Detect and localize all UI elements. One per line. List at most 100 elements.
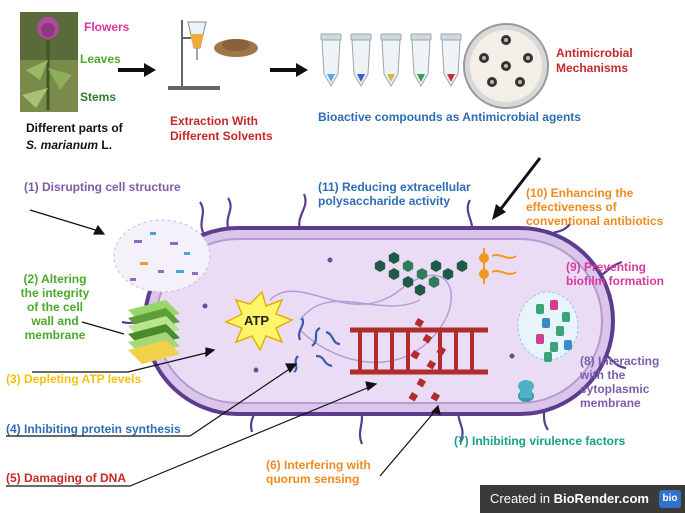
tube-liquid <box>357 74 365 82</box>
plant-caption-line2: S. marianum L. <box>26 138 112 152</box>
tube-body <box>381 39 401 87</box>
polysaccharide-unit <box>388 268 400 280</box>
disrupted-membrane-fragments <box>113 219 211 293</box>
atp-label: ATP <box>244 313 270 328</box>
mechanism-2-line3: of the cell <box>26 300 83 314</box>
dna-fragment <box>408 392 419 402</box>
tube-body <box>441 39 461 87</box>
mechanism-2-line5: membrane <box>24 328 86 342</box>
polysaccharide-unit <box>456 260 468 272</box>
mechanism-11-line2: polysaccharide activity <box>318 194 451 208</box>
mechanism-9-line2: biofilm formation <box>566 274 664 288</box>
mechanism-9: (9) Preventing biofilm formation <box>566 260 664 288</box>
mechanism-6: (6) Interfering with quorum sensing <box>266 458 371 486</box>
mechanism-11-line1: (11) Reducing extracellular <box>318 180 471 194</box>
mechanism-6-line1: (6) Interfering with <box>266 458 371 472</box>
tube-body <box>411 39 431 87</box>
extraction-line1: Extraction With <box>170 114 258 128</box>
polysaccharide-unit <box>402 260 414 272</box>
bioactive-caption: Bioactive compounds as Antimicrobial age… <box>318 110 581 124</box>
pointer-lines <box>6 209 441 487</box>
arrow-plant-to-extraction <box>118 63 156 77</box>
arrow-extraction-to-compounds <box>270 63 308 77</box>
atp-burst <box>224 290 294 352</box>
mechanism-2-line2: the integrity <box>20 286 90 300</box>
dna-fragment <box>436 346 447 356</box>
biorender-created-in: Created in <box>490 491 550 506</box>
mechanism-3: (3) Depleting ATP levels <box>6 372 142 386</box>
polysaccharide-unit <box>374 260 386 272</box>
mechanisms-line2: Mechanisms <box>556 61 629 75</box>
polysaccharide-unit <box>414 284 426 296</box>
mechanism-10-line3: conventional antibiotics <box>526 214 664 228</box>
biofilm-cell <box>544 352 552 362</box>
quorum-receptors <box>479 248 517 284</box>
species-name: S. marianum <box>26 138 99 152</box>
tube-liquid <box>387 74 395 82</box>
biorender-logo-icon: bio <box>659 490 681 508</box>
tube-body <box>321 39 341 87</box>
dna-ladder <box>350 318 488 402</box>
dna-fragment <box>410 350 421 360</box>
mechanism-5: (5) Damaging of DNA <box>6 471 126 485</box>
biorender-text: Created in BioRender.com <box>490 485 649 513</box>
polysaccharide-unit <box>388 252 400 264</box>
mechanism-8: (8) Interacting with the cytoplasmic mem… <box>580 354 659 410</box>
plant-photo <box>20 12 78 112</box>
mechanism-4: (4) Inhibiting protein synthesis <box>6 422 181 436</box>
biofilm-cell <box>542 318 550 328</box>
biofilm-cell <box>562 312 570 322</box>
mechanism-10-line1: (10) Enhancing the <box>526 186 634 200</box>
polysaccharide-unit <box>402 276 414 288</box>
bacterium-cell <box>143 226 615 416</box>
biofilm-cell <box>564 340 572 350</box>
mechanism-8-line2: with the <box>580 368 626 382</box>
tube-cap <box>410 33 432 41</box>
mechanisms-line1: Antimicrobial <box>556 46 633 60</box>
biofilm-cell <box>536 304 544 314</box>
plant-caption-line1: Different parts of <box>26 121 123 135</box>
dna-fragment <box>426 360 437 370</box>
mechanism-8-line1: (8) Interacting <box>580 354 660 368</box>
mechanism-6-line2: quorum sensing <box>266 472 360 486</box>
tube-cap <box>320 33 342 41</box>
tube-body <box>351 39 371 87</box>
mechanism-11: (11) Reducing extracellular polysacchari… <box>318 180 471 208</box>
mechanism-10-line2: effectiveness of <box>526 200 617 214</box>
extraction-line2: Different Solvents <box>170 129 273 143</box>
mechanism-2: (2) Altering the integrity of the cell w… <box>12 272 98 342</box>
tube-cap <box>380 33 402 41</box>
polysaccharide-chain <box>374 252 468 296</box>
dna-fragment <box>430 392 441 402</box>
biofilm-cell <box>556 326 564 336</box>
dna-fragment <box>414 318 425 328</box>
label-stems: Stems <box>80 90 117 104</box>
label-flowers: Flowers <box>84 20 130 34</box>
membrane-channel <box>518 380 534 402</box>
dna-fragment <box>416 378 427 388</box>
label-leaves: Leaves <box>80 52 121 66</box>
arrow-dish-to-cell <box>492 157 542 220</box>
mechanism-9-line1: (9) Preventing <box>566 260 647 274</box>
biorender-badge[interactable]: Created in BioRender.com bio <box>480 485 685 513</box>
mechanism-7: (7) Inhibiting virulence factors <box>454 434 626 448</box>
mechanism-2-line1: (2) Altering <box>23 272 87 286</box>
mechanism-10: (10) Enhancing the effectiveness of conv… <box>526 186 663 228</box>
tube-liquid <box>447 74 455 82</box>
tube-liquid <box>417 74 425 82</box>
polysaccharide-unit <box>442 268 454 280</box>
species-suffix: L. <box>101 138 113 152</box>
extraction-apparatus <box>168 20 258 90</box>
biorender-name: BioRender.com <box>553 491 649 506</box>
mechanism-8-line4: membrane <box>580 396 641 410</box>
biofilm-cell <box>550 300 558 310</box>
tube-cap <box>350 33 372 41</box>
mechanism-2-line4: wall and <box>31 314 79 328</box>
mechanism-1: (1) Disrupting cell structure <box>24 180 181 194</box>
tube-cap <box>440 33 462 41</box>
polysaccharide-unit <box>416 268 428 280</box>
sample-tubes <box>320 33 462 87</box>
mechanism-8-line3: cytoplasmic <box>580 382 650 396</box>
biofilm-cluster <box>517 291 579 362</box>
